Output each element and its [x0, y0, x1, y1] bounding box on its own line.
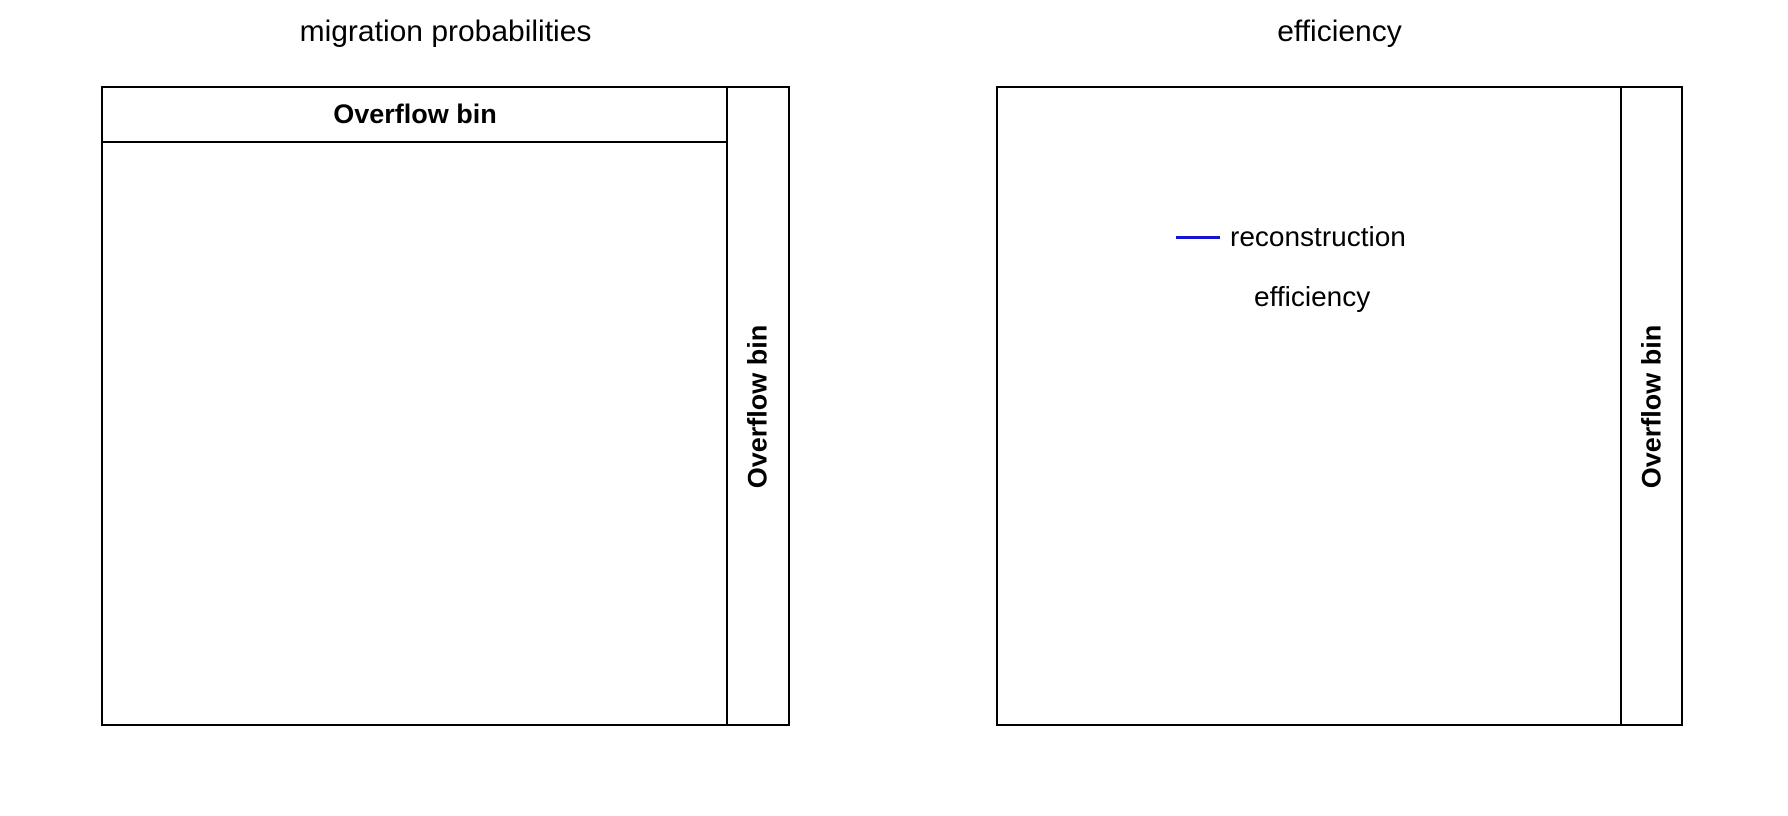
panel-title-efficiency: efficiency — [1277, 15, 1402, 48]
panel-efficiency: reconstruction efficiency Overflow bin — [996, 86, 1683, 726]
migration-overflow-label: Overflow bin — [742, 324, 773, 488]
migration-pad-divider — [726, 88, 728, 724]
efficiency-pad-divider — [1620, 88, 1622, 724]
migration-header-row: Overflow bin — [103, 88, 727, 143]
panel-migration-probabilities: Overflow bin Overflow bin — [101, 86, 790, 726]
migration-overflow-column: Overflow bin — [728, 88, 788, 724]
legend-label-efficiency: efficiency — [1254, 281, 1371, 312]
legend-line-icon — [1176, 235, 1220, 239]
efficiency-overflow-label: Overflow bin — [1636, 324, 1666, 488]
legend-entry-reconstruction: reconstruction — [1176, 223, 1406, 251]
efficiency-legend: reconstruction efficiency — [1176, 223, 1406, 311]
migration-header-label: Overflow bin — [333, 99, 497, 129]
panel-title-migration-probabilities: migration probabilities — [299, 15, 592, 48]
legend-label-reconstruction: reconstruction — [1230, 221, 1406, 252]
legend-entry-efficiency: efficiency — [1176, 283, 1406, 311]
efficiency-overflow-column: Overflow bin — [1622, 88, 1681, 724]
